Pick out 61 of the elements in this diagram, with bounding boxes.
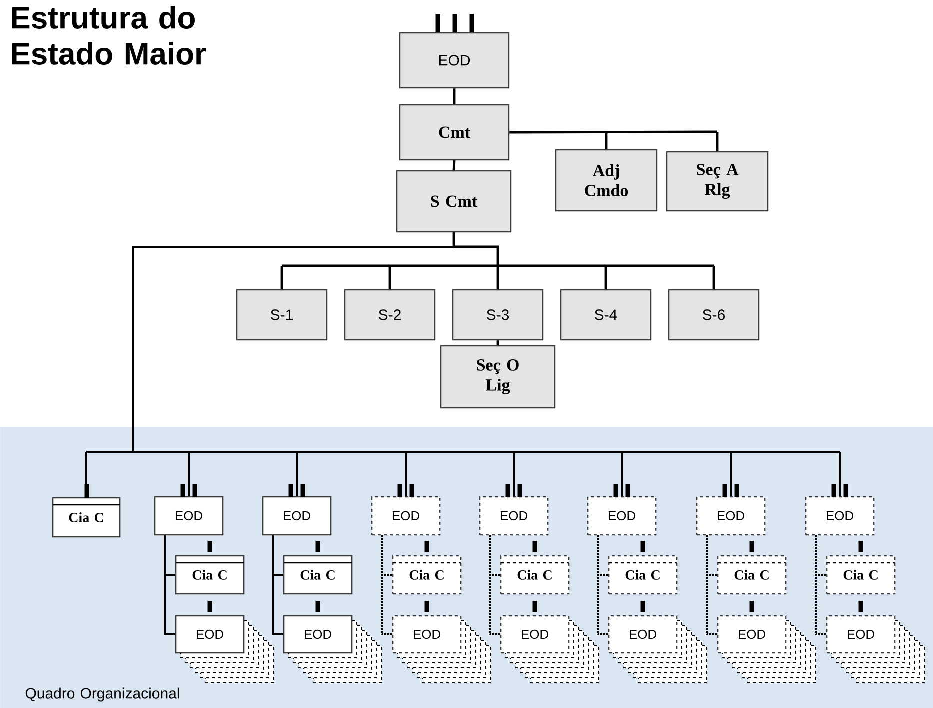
connector: [188, 452, 190, 496]
unit-box: S-6: [668, 289, 760, 341]
connector: [272, 535, 284, 636]
connector: [706, 535, 718, 636]
connector: [489, 535, 500, 636]
connector: [597, 535, 608, 636]
unit-box: Seç O Lig: [440, 345, 556, 409]
unit-box: EOD: [262, 496, 332, 536]
unit-box: S Cmt: [396, 170, 512, 233]
connector: [280, 266, 284, 290]
connector: [839, 452, 841, 496]
company-box: Cia C: [826, 555, 896, 595]
stacked-unit-box: EOD: [283, 615, 382, 684]
unit-box: Cmt: [399, 104, 510, 161]
unit-box: Seç A Rlg: [666, 151, 769, 212]
connector: [513, 452, 515, 496]
unit-box: EOD: [479, 496, 549, 536]
unit-box: Adj Cmdo: [555, 149, 658, 212]
connector: [388, 266, 392, 290]
company-box: Cia C: [175, 555, 245, 595]
connector: [604, 266, 608, 290]
connector: [453, 88, 456, 104]
connector: [452, 160, 456, 170]
connector: [405, 452, 407, 496]
unit-box: EOD: [154, 496, 224, 536]
company-box: Cia C: [52, 497, 121, 538]
unit-box: EOD: [371, 496, 441, 536]
stacked-unit-box: EOD: [826, 615, 926, 684]
connector: [712, 266, 716, 290]
company-box: Cia C: [717, 555, 787, 595]
company-box: Cia C: [283, 555, 353, 595]
connector: [510, 130, 718, 134]
title: Estrutura do Estado Maior: [12, 6, 206, 65]
stacked-unit-box: EOD: [500, 615, 600, 684]
connector: [381, 535, 392, 636]
unit-box: S-2: [344, 289, 436, 341]
unit-box: EOD: [587, 496, 657, 536]
stacked-unit-box: EOD: [608, 615, 708, 684]
connector: [164, 535, 176, 636]
company-box: Cia C: [608, 555, 678, 595]
unit-box: EOD: [805, 496, 875, 536]
company-box: Cia C: [392, 555, 462, 595]
stacked-unit-box: EOD: [175, 615, 274, 684]
connector: [496, 266, 500, 290]
connector: [86, 452, 88, 498]
stacked-unit-box: EOD: [392, 615, 492, 684]
connector: [621, 452, 623, 496]
unit-box: S-4: [560, 289, 652, 341]
company-box: Cia C: [500, 555, 570, 595]
unit-box: EOD: [696, 496, 766, 536]
connector: [716, 132, 719, 152]
connector: [496, 340, 500, 346]
stacked-unit-box: EOD: [717, 615, 816, 684]
connector: [815, 535, 826, 636]
connector: [605, 132, 608, 150]
connector: [86, 232, 841, 453]
unit-box: S-1: [236, 289, 328, 341]
unit-box: EOD: [399, 32, 510, 89]
unit-box: S-3: [452, 289, 544, 341]
connector: [296, 452, 298, 496]
connector: [730, 452, 732, 496]
